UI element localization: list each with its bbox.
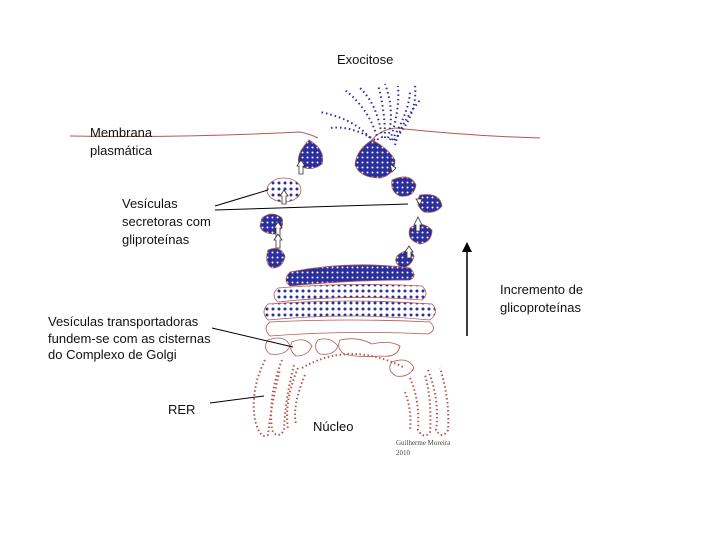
label-exocytosis: Exocitose (337, 52, 394, 67)
golgi-complex (263, 264, 436, 337)
label-transport-3: do Complexo de Golgi (48, 347, 177, 362)
secretory-vesicles-left (259, 139, 324, 269)
pointer-lines (209, 189, 409, 404)
plasma-membrane (69, 127, 541, 141)
label-rer: RER (168, 402, 196, 417)
label-secretory-2: secretoras com (122, 214, 211, 229)
transport-arrows-left (273, 159, 306, 249)
label-secretory-3: gliproteínas (122, 232, 190, 247)
label-membrane-1: Membrana (90, 125, 153, 140)
exocytosis-particles (319, 83, 421, 146)
signature-name: Guilherme Moreira (396, 439, 451, 447)
label-membrane-2: plasmática (90, 143, 153, 158)
label-transport-2: fundem-se com as cisternas (48, 331, 211, 346)
up-arrow-icon (462, 242, 472, 336)
transport-arrows-right (389, 163, 423, 259)
rough-endoplasmic-reticulum (252, 353, 450, 437)
label-secretory-1: Vesículas (122, 196, 178, 211)
label-increase-1: Incremento de (500, 282, 584, 297)
signature-year: 2010 (396, 449, 410, 457)
label-nucleus: Núcleo (313, 419, 354, 434)
transport-vesicles (265, 337, 415, 377)
label-transport-1: Vesículas transportadoras (48, 314, 199, 329)
label-increase-2: glicoproteínas (500, 300, 581, 315)
